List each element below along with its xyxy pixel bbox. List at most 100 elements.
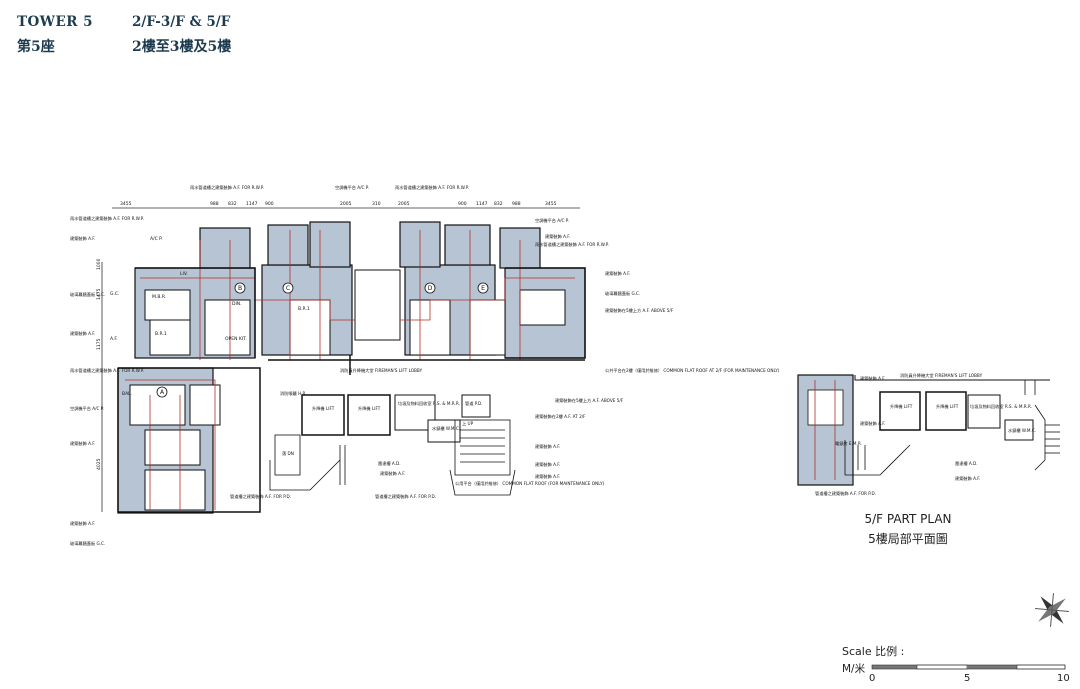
part-label-wmc: 水錶櫃 W.M.C. xyxy=(1008,427,1036,434)
dimension-label: 900 xyxy=(458,201,467,207)
dimension-label: 1147 xyxy=(246,201,258,207)
annotation-right: 玻璃幕牆蓋板 G.C. xyxy=(605,290,640,297)
part-label-af2: 建築裝飾 A.F. xyxy=(860,420,885,427)
part-label-refuse: 垃圾及物料回收室 R.S. & M.R.R. xyxy=(970,403,1032,410)
dimension-label: 832 xyxy=(228,201,237,207)
room-label: BAL. xyxy=(122,391,132,397)
annotation-bottom: 管道槽之建築裝飾 A.F. FOR P.D. xyxy=(375,493,436,500)
dimension-label: 1147 xyxy=(476,201,488,207)
flat-letter: C xyxy=(286,285,290,292)
lift-shaft-2 xyxy=(347,394,391,436)
part-label-pd: 管道槽之建築裝飾 A.F. FOR P.D. xyxy=(815,490,876,497)
annotation-top: 雨水管道槽之建築裝飾 A.F. FOR R.W.P. xyxy=(190,184,264,191)
core-label-lobby: 消防員升降機大堂 FIREMAN'S LIFT LOBBY xyxy=(340,367,423,374)
core-label-lift1: 升降機 LIFT xyxy=(312,405,335,412)
part-lift-1 xyxy=(879,391,921,431)
flat-circle xyxy=(477,282,489,294)
scale-tick-5: 5 xyxy=(964,673,971,684)
annotation-left: 雨水管道槽之建築裝飾 A.F. FOR R.W.P. xyxy=(70,215,144,222)
annotation-left: 建築裝飾 A.F. xyxy=(70,520,95,527)
annotation-left: 玻璃幕牆蓋板 G.C. xyxy=(70,540,105,547)
annotation-top: 雨水管道槽之建築裝飾 A.F. FOR R.W.P. xyxy=(395,184,469,191)
dimension-label: 1475 xyxy=(96,288,102,300)
staircases xyxy=(269,419,516,496)
core-label-hr: 消防喉轆 H.R. xyxy=(280,390,307,397)
dimension-label: 310 xyxy=(372,201,381,207)
annotation-right: 雨水管道槽之建築裝飾 A.F. FOR R.W.P. xyxy=(535,241,609,248)
part-label-af1: 建築裝飾 A.F. xyxy=(860,375,885,382)
lift-shaft-1 xyxy=(301,394,345,436)
annotation-left: 空調機平台 A/C P. xyxy=(70,405,104,412)
flat-letter: E xyxy=(481,285,485,292)
core-labels: 消防員升降機大堂 FIREMAN'S LIFT LOBBY 升降機 LIFT 升降機… xyxy=(280,367,482,457)
pipe-duct xyxy=(461,394,491,418)
annotations-top: 雨水管道槽之建築裝飾 A.F. FOR R.W.P. 空調機平台 A/C P. 雨水… xyxy=(190,184,469,191)
annotation-right: 建築裝飾 A.F. xyxy=(605,270,630,277)
dimension-label: 3455 xyxy=(545,201,557,207)
room-label: OPEN KIT. xyxy=(225,336,247,342)
room-label: A/C P. xyxy=(150,236,163,242)
dimension-traces xyxy=(125,230,575,510)
flat-letter: D xyxy=(428,285,433,292)
dimension-label: 900 xyxy=(265,201,274,207)
core-label-up: 上 UP xyxy=(462,420,474,426)
annotations-bottom: 管道槽之建築裝飾 A.F. FOR P.D. 管道槽之建築裝飾 A.F. FOR … xyxy=(230,460,605,500)
room-partitions xyxy=(129,269,566,511)
room-label: B.R.1 xyxy=(155,331,167,337)
scale-unit: M/米 xyxy=(842,663,866,675)
annotation-left: 建築裝飾 A.F. xyxy=(70,235,95,242)
annotation-right: 建築裝飾在5樓上方 A.F. ABOVE 5/F xyxy=(605,307,674,314)
annotations-left: 雨水管道槽之建築裝飾 A.F. FOR R.W.P. 建築裝飾 A.F. 玻璃幕牆蓋… xyxy=(70,215,144,547)
annotation-left: 建築裝飾 A.F. xyxy=(70,440,95,447)
part-label-lift1: 升降機 LIFT xyxy=(890,403,913,410)
core-label-pd: 管道 P.D. xyxy=(465,400,482,407)
part-label-af3: 建築裝飾 A.F. xyxy=(955,475,980,482)
dimension-label: 1000 xyxy=(96,258,102,270)
scale-title: Scale 比例 : xyxy=(842,645,905,658)
annotation-bottom: 管道槽之建築裝飾 A.F. FOR P.D. xyxy=(230,493,291,500)
tower-title-en: TOWER 5 xyxy=(17,14,94,30)
dimension-label: 988 xyxy=(512,201,521,207)
flat-letter: B xyxy=(238,285,242,292)
dimension-label: 2005 xyxy=(340,201,352,207)
core-label-dn: 落 DN xyxy=(282,450,294,457)
flat-circle xyxy=(424,282,436,294)
left-dimension-labels: 1000 1475 1175 4025 xyxy=(96,258,102,470)
annotation-right: 建築裝飾 A.F. xyxy=(545,233,570,240)
annotation-top: 空調機平台 A/C P. xyxy=(335,184,369,191)
room-label: DIN. xyxy=(232,301,242,307)
part-label-lift2: 升降機 LIFT xyxy=(936,403,959,410)
flat-circle xyxy=(234,282,246,294)
core-lifts xyxy=(301,394,491,443)
annotation-right: 公共平台在2樓（僅用於維修） COMMON FLAT ROOF AT 2/F (… xyxy=(605,367,780,374)
flat-letter: A xyxy=(160,389,165,396)
annotation-right: 建築裝飾 A.F. xyxy=(535,443,560,450)
part-label-lobby: 消防員升降機大堂 FIREMAN'S LIFT LOBBY xyxy=(900,372,983,379)
flat-labels: A B C D E xyxy=(156,282,489,398)
dimension-label: 4025 xyxy=(96,458,102,470)
annotation-bottom: 公用平台（僅用於維修） COMMON FLAT ROOF (FOR MAINTE… xyxy=(455,480,605,487)
room-label: A.F. xyxy=(110,336,118,342)
annotations-right: 空調機平台 A/C P.建築裝飾 A.F.雨水管道槽之建築裝飾 A.F. FOR… xyxy=(535,217,780,480)
annotation-right: 建築裝飾 A.F. xyxy=(535,473,560,480)
flat-circle xyxy=(156,386,168,398)
part-lift-2 xyxy=(925,391,967,431)
annotation-right: 建築裝飾在5樓上方 A.F. ABOVE 5/F xyxy=(555,397,624,404)
annotation-left: 雨水管道槽之建築裝飾 A.F. FOR R.W.P. xyxy=(70,367,144,374)
scale-tick-0: 0 xyxy=(869,673,876,684)
part-label-ad: 雷達槽 A.D. xyxy=(955,460,978,467)
annotation-bottom: 建築裝飾 A.F. xyxy=(380,470,405,477)
floors-title-en: 2/F-3/F & 5/F xyxy=(132,14,231,30)
core-label-lift2: 升降機 LIFT xyxy=(358,405,381,412)
dimension-label: 988 xyxy=(210,201,219,207)
dimension-label: 1175 xyxy=(96,338,102,350)
part-plan-title-zh: 5樓局部平面圖 xyxy=(868,532,948,546)
part-plan-labels: 消防員升降機大堂 FIREMAN'S LIFT LOBBY 升降機 LIFT 升降機… xyxy=(815,372,1036,497)
room-label: B.R.1 xyxy=(298,306,310,312)
floors-title-zh: 2樓至3樓及5樓 xyxy=(132,39,232,55)
part-plan: 消防員升降機大堂 FIREMAN'S LIFT LOBBY 升降機 LIFT 升降機… xyxy=(797,372,1060,497)
